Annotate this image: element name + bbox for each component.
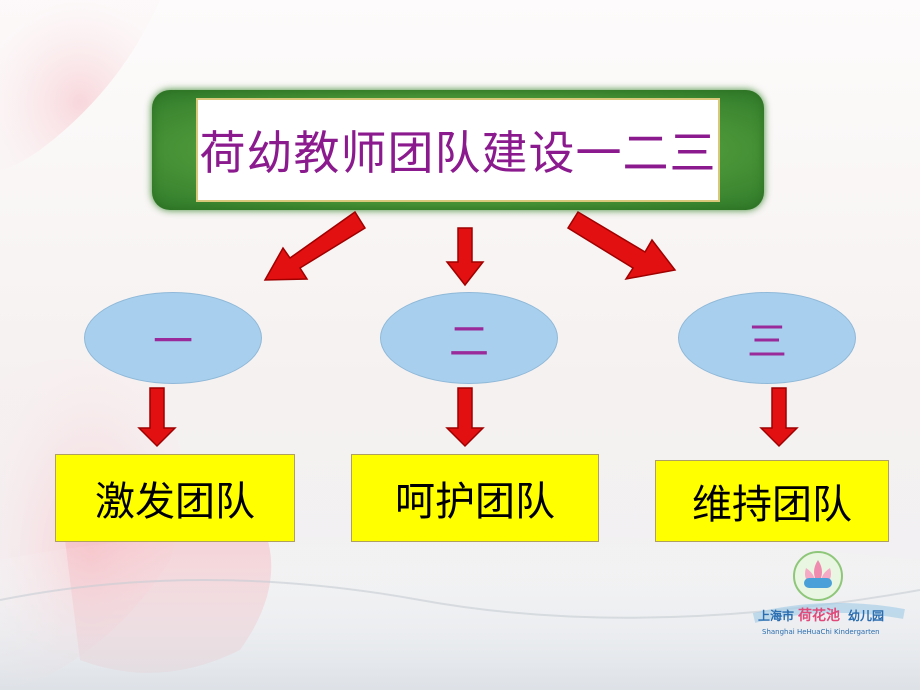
svg-text:上海市: 上海市 (758, 608, 794, 623)
action-3-text: 维持团队 (692, 482, 852, 528)
kindergarten-logo: 上海市 荷花池 幼儿园 Shanghai HeHuaChi Kindergart… (752, 551, 905, 636)
action-box-3: 维持团队 (655, 460, 889, 542)
arrow-title-to-level-1 (263, 210, 367, 281)
svg-text:荷花池: 荷花池 (797, 607, 840, 624)
arrow-title-to-level-3 (566, 210, 677, 281)
level-2-numeral: 二 (449, 319, 489, 365)
title-box: 荷幼教师团队建设一二三 (196, 98, 720, 202)
action-1-text: 激发团队 (95, 479, 255, 525)
level-3-numeral: 三 (747, 319, 787, 365)
svg-text:Shanghai HeHuaChi Kindergarten: Shanghai HeHuaChi Kindergarten (762, 628, 880, 636)
level-2-ellipse: 二 (380, 292, 558, 384)
level-1-numeral: 一 (153, 319, 193, 365)
action-2-text: 呵护团队 (395, 479, 555, 525)
arrow-title-to-level-2 (445, 227, 485, 287)
level-3-ellipse: 三 (678, 292, 856, 384)
arrow-level-3-down (759, 387, 799, 448)
title-frame: 荷幼教师团队建设一二三 (152, 90, 764, 210)
action-box-1: 激发团队 (55, 454, 295, 542)
title-text: 荷幼教师团队建设一二三 (199, 126, 717, 180)
arrow-level-1-down (137, 387, 177, 448)
level-1-ellipse: 一 (84, 292, 262, 384)
svg-text:幼儿园: 幼儿园 (848, 608, 884, 623)
arrow-level-2-down (445, 387, 485, 448)
action-box-2: 呵护团队 (351, 454, 599, 542)
